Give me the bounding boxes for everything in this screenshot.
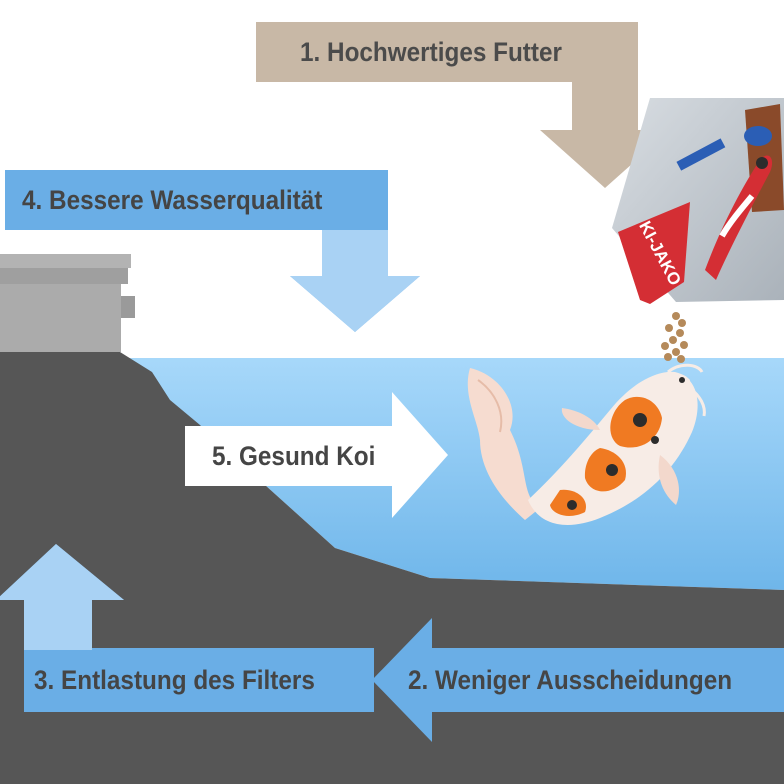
arrow-step-3-head bbox=[0, 544, 124, 600]
koi-fish bbox=[467, 363, 706, 525]
arrow-step-3-shaft bbox=[24, 600, 92, 650]
step-1-label: 1. Hochwertiges Futter bbox=[300, 36, 562, 67]
step-4-label: 4. Bessere Wasserqualität bbox=[22, 184, 323, 215]
step-5-label: 5. Gesund Koi bbox=[212, 440, 376, 471]
arrow-step-4-shaft bbox=[322, 230, 388, 276]
step-2-label: 2. Weniger Ausscheidungen bbox=[408, 664, 733, 695]
arrow-step-4-head bbox=[290, 276, 420, 332]
filter-unit bbox=[0, 254, 135, 352]
arrow-step-5 bbox=[185, 392, 448, 518]
food-package bbox=[612, 98, 784, 304]
falling-food-pellets bbox=[661, 312, 688, 363]
step-3-label: 3. Entlastung des Filters bbox=[34, 664, 315, 695]
arrow-step-1 bbox=[256, 22, 670, 188]
arrow-step-2 bbox=[372, 618, 784, 742]
